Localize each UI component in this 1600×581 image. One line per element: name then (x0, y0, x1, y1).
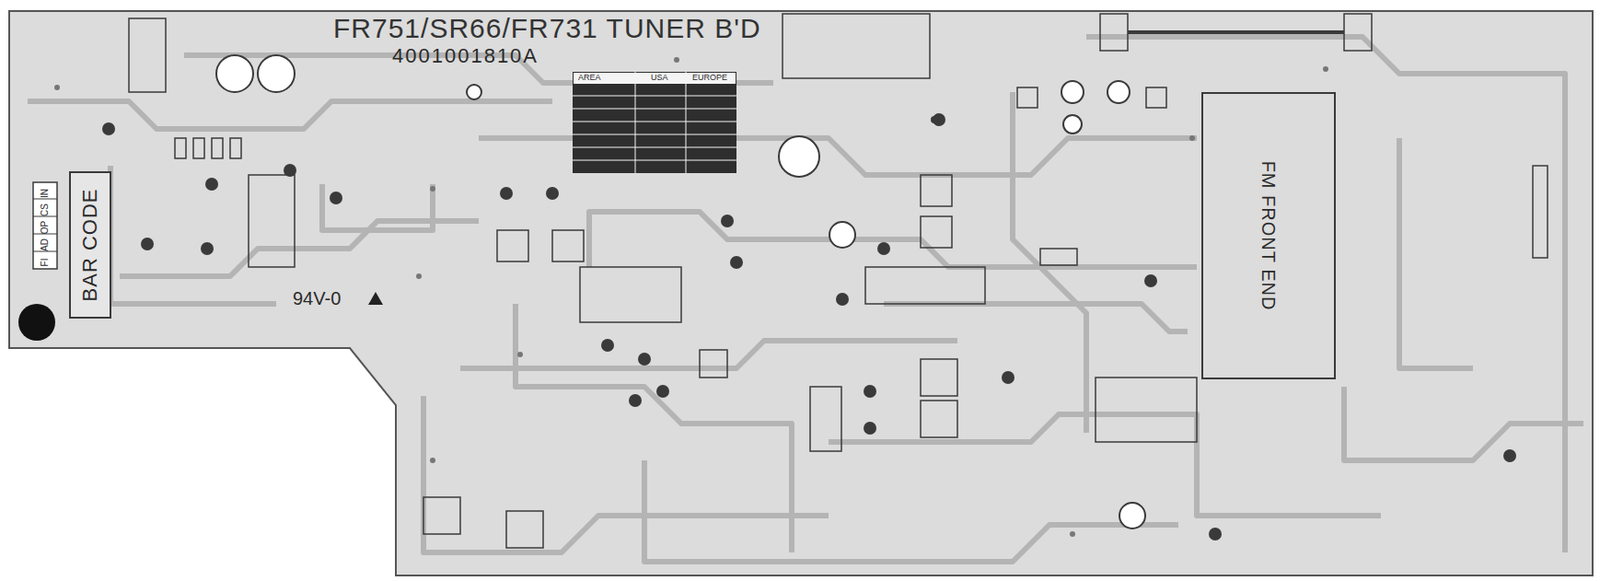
fiducial-dot (18, 303, 56, 341)
inspection-code: IN (40, 188, 50, 198)
table-cell: AREA (578, 73, 602, 82)
copper-traces (27, 36, 1584, 562)
flammability-rating: 94V-0 (292, 289, 341, 308)
table-cell: EUROPE (692, 73, 728, 82)
spec-table (572, 71, 737, 174)
inspection-grid (33, 198, 58, 252)
part-number: 4001001810A (392, 46, 539, 67)
inspection-code: OP (40, 220, 50, 234)
star-marks (54, 57, 1329, 537)
inspection-code: AD (40, 238, 50, 252)
barcode-box: BAR CODE (69, 171, 112, 319)
inspection-code: FI (40, 258, 50, 267)
table-cell: USA (650, 73, 669, 82)
front-end-module: FM FRONT END (1201, 92, 1336, 380)
node-label: BAR CODE (80, 188, 101, 302)
inspection-box (33, 182, 58, 269)
board-outline (9, 11, 1593, 576)
warning-triangle (368, 291, 383, 305)
board-title: FR751/SR66/FR731 TUNER B'D (333, 14, 762, 43)
node-label: FM FRONT END (1259, 161, 1278, 312)
inspection-code: CS (40, 203, 50, 217)
capacitor-symbols (216, 55, 1146, 529)
component-outlines (128, 13, 1548, 548)
